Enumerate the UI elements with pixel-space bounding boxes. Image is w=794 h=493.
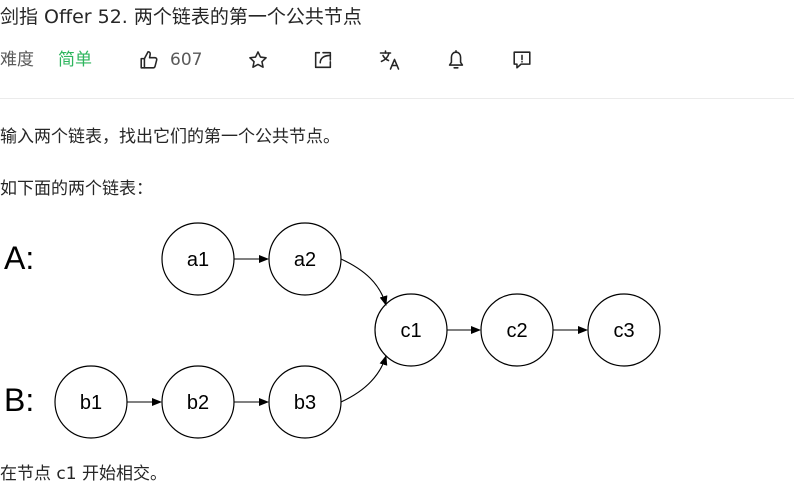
like-button[interactable]: 607	[138, 46, 202, 74]
share-icon	[314, 51, 332, 69]
problem-meta-bar: 难度 简单 607	[0, 46, 794, 74]
feedback-button[interactable]	[510, 46, 534, 74]
node-c2-label: c2	[506, 320, 527, 342]
node-c1-label: c1	[400, 320, 421, 342]
difficulty-label: 难度	[0, 50, 34, 70]
translate-icon	[379, 50, 400, 70]
share-button[interactable]	[311, 46, 335, 74]
favorite-button[interactable]	[246, 46, 270, 74]
node-a1-label: a1	[187, 249, 209, 271]
linked-list-diagram: A: B: a1 a2 b1 b2 b3 c1 c2 c3	[4, 222, 661, 439]
feedback-icon	[513, 51, 531, 69]
bell-icon	[448, 50, 464, 69]
intersection-note: 在节点 c1 开始相交。	[0, 464, 167, 484]
node-c3-label: c3	[613, 320, 634, 342]
example-intro: 如下面的两个链表：	[0, 179, 153, 199]
problem-title: 剑指 Offer 52. 两个链表的第一个公共节点	[0, 6, 362, 28]
star-icon	[249, 51, 267, 68]
node-c3	[587, 293, 661, 367]
node-a2-label: a2	[294, 249, 316, 271]
header-divider	[0, 98, 794, 99]
thumbs-up-icon	[138, 49, 160, 71]
like-count: 607	[170, 50, 203, 70]
list-b-label: B:	[4, 382, 34, 418]
difficulty-badge: 简单	[58, 50, 92, 70]
node-b3-label: b3	[294, 392, 316, 414]
node-b1-label: b1	[80, 392, 102, 414]
problem-description: 输入两个链表，找出它们的第一个公共节点。	[0, 127, 340, 147]
subscribe-button[interactable]	[444, 46, 468, 74]
node-b2-label: b2	[187, 392, 209, 414]
translate-button[interactable]	[378, 46, 402, 74]
edge-a2-c1	[340, 258, 388, 306]
list-a-label: A:	[4, 240, 34, 276]
edge-b3-c1	[340, 355, 388, 403]
